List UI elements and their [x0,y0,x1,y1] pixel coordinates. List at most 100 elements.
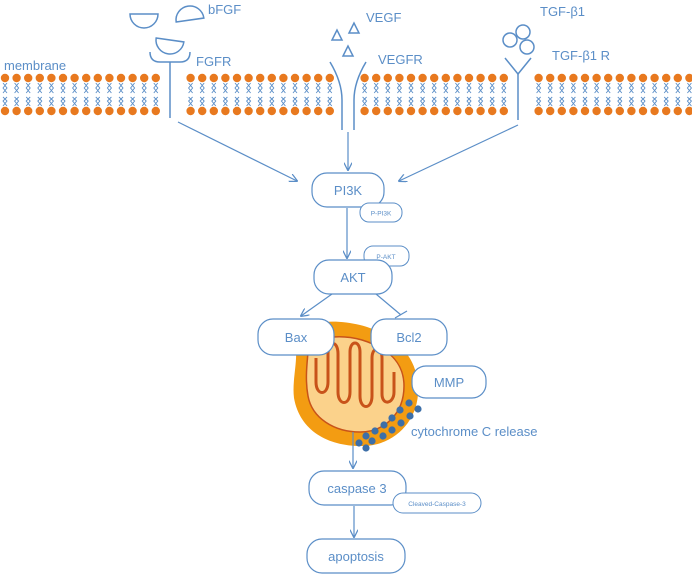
vegfr-receptor-left [329,61,343,130]
lipid-head [0,106,10,116]
arrow-fgfr-to-pi3k [177,121,297,181]
lipid-head [569,73,578,83]
lipid-head [35,106,44,116]
p-pi3k-node [359,202,403,223]
lipid-head [58,73,68,83]
lipid-head [47,73,56,83]
lipid-head [256,73,265,83]
lipid-tail [593,82,600,107]
lipid-head [186,73,195,83]
caspase3-node [308,470,407,506]
lipid-head [650,106,659,116]
bfgf-ligand [129,13,159,29]
lipid-head [232,106,242,116]
lipid-head [93,73,103,83]
pi3k-label: PI3K [334,183,363,198]
lipid-tail [234,82,240,107]
lipid-tail [269,82,275,107]
lipid-head [615,106,624,116]
inhibit-akt-to-bcl2 [375,293,402,316]
lipid-head [279,106,288,116]
akt-label: AKT [340,270,365,285]
lipid-head [638,73,648,83]
bfgf-ligand [175,5,205,23]
lipid-head [650,73,659,83]
lipid-head [58,106,68,116]
lipid-head [35,73,44,83]
inhibit-bar [394,310,408,319]
lipid-head [557,106,566,116]
lipid-head [12,73,21,83]
lipid-tail [327,82,333,107]
lipid-head [12,106,21,116]
bax-node [257,318,335,356]
membrane-label: membrane [4,58,66,73]
apoptosis-label: apoptosis [328,549,384,564]
lipid-head [128,106,137,116]
lipid-head [662,106,671,116]
lipid-tail [477,82,484,107]
lipid-tail [361,82,368,107]
lipid-head [140,106,149,116]
lipid-head [198,106,207,116]
bfgf-ligand [155,37,185,55]
lipid-head [151,73,160,83]
lipid-tail [37,82,43,107]
lipid-head [592,73,601,83]
lipid-head [395,106,404,116]
lipid-tail [222,82,229,107]
lipid-tail [257,82,263,107]
lipid-head [557,73,566,83]
lipid-head [592,106,601,116]
p-akt-label: P-AKT [376,254,395,261]
lipid-head [47,106,56,116]
lipid-tail [199,82,205,107]
lipid-tail [118,82,124,107]
cytochrome-c-molecules [355,399,422,452]
lipid-tail [617,82,623,107]
lipid-head [406,73,416,83]
lipid-head [186,106,195,116]
lipid-head [360,73,369,83]
lipid-head [627,73,636,83]
lipid-tail [187,82,194,107]
tgfb1-ligand [502,32,518,48]
lipid-head [105,73,114,83]
lipid-head [615,73,624,83]
lipid-head [221,73,230,83]
lipid-tail [686,82,692,107]
lipid-head [673,106,682,116]
lipid-tail [582,82,588,107]
vegf-ligand [341,44,355,57]
lipid-head [82,106,91,116]
lipid-head [580,73,590,83]
lipid-head [441,73,450,83]
lipid-head [302,106,311,116]
vegf-ligand [347,21,361,34]
arrow-akt-to-bax [301,293,333,316]
lipid-tail [48,82,55,107]
lipid-head [290,73,300,83]
lipid-head [360,106,369,116]
tgfb1-ligands [502,24,535,55]
lipid-head [534,73,543,83]
lipid-head [430,73,439,83]
lipid-tail [60,82,66,107]
lipid-head [383,73,392,83]
lipid-tail [663,82,669,107]
lipid-head [499,73,508,83]
lipid-tail [570,82,577,107]
tgfb1r-receptor-head [504,57,532,76]
lipid-tail [675,82,681,107]
lipid-tail [640,82,646,107]
cleaved-caspase3-node [392,492,482,514]
lipid-tail [71,82,78,107]
lipid-head [221,106,230,116]
lipid-head [244,106,253,116]
bcl2-label: Bcl2 [396,330,421,345]
lipid-head [140,73,149,83]
lipid-tail [651,82,658,107]
lipid-tail [396,82,403,107]
lipid-head [244,73,253,83]
lipid-tail [2,82,8,107]
